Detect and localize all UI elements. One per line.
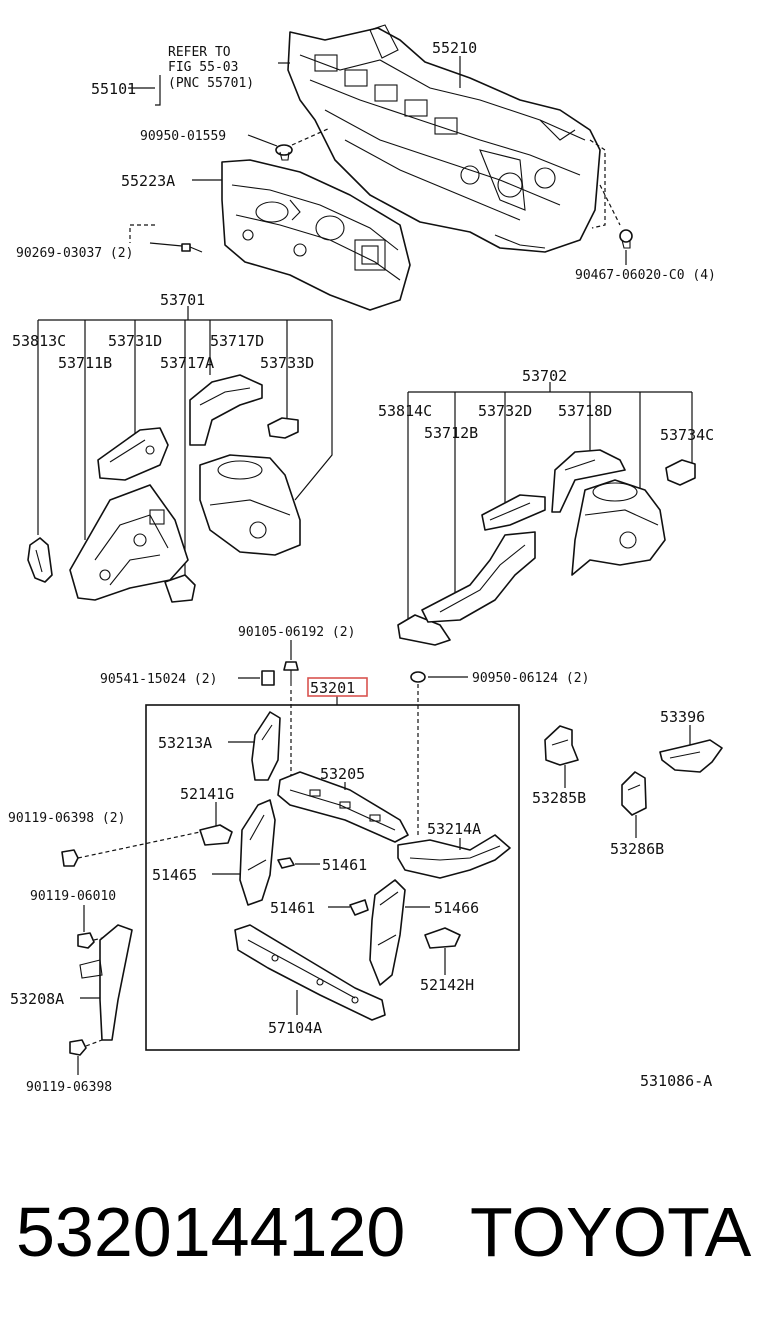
label-90467-06020[interactable]: 90467-06020-C0 (4) — [575, 268, 716, 283]
bracket-53717a[interactable] — [164, 574, 196, 603]
label-53285b[interactable]: 53285B — [532, 789, 586, 807]
bracket-53286b[interactable] — [621, 771, 647, 816]
brace-51466[interactable] — [369, 879, 406, 986]
bracket-53213a[interactable] — [251, 711, 281, 781]
bracket-53732d[interactable] — [481, 494, 546, 531]
clip-90950-01559[interactable] — [275, 144, 293, 161]
label-53717d[interactable]: 53717D — [210, 332, 264, 350]
label-90119-06010[interactable]: 90119-06010 — [30, 889, 116, 904]
label-53702[interactable]: 53702 — [522, 367, 567, 385]
bolt-90119-06398[interactable] — [69, 1039, 87, 1056]
label-90269-03037[interactable]: 90269-03037 (2) — [16, 246, 133, 261]
lower-support-57104a[interactable] — [234, 924, 386, 1021]
label-53814c[interactable]: 53814C — [378, 402, 432, 420]
label-57104a[interactable]: 57104A — [268, 1019, 322, 1037]
bracket-52141g[interactable] — [199, 824, 233, 846]
label-55223a[interactable]: 55223A — [121, 172, 175, 190]
label-55210[interactable]: 55210 — [432, 39, 477, 57]
label-90950-01559[interactable]: 90950-01559 — [140, 129, 226, 144]
bracket-53285b[interactable] — [544, 725, 579, 766]
clip-51461-a[interactable] — [277, 857, 295, 869]
label-90119-06398[interactable]: 90119-06398 — [26, 1080, 112, 1095]
apron-53711b[interactable] — [69, 484, 189, 601]
refer-line-3: (PNC 55701) — [168, 76, 254, 91]
label-51461-b[interactable]: 51461 — [270, 899, 315, 917]
clip-53734c[interactable] — [665, 459, 696, 486]
assembly-53201-frame — [145, 704, 520, 1051]
brace-51465[interactable] — [239, 799, 276, 906]
dash-inner-55223a[interactable] — [221, 159, 411, 311]
label-55101[interactable]: 55101 — [91, 80, 136, 98]
clip-53733d[interactable] — [267, 417, 299, 439]
bracket-53813c[interactable] — [27, 537, 53, 583]
refer-line-1: REFER TO — [168, 45, 231, 60]
nut-90541-15024[interactable] — [261, 670, 275, 686]
label-90105-06192[interactable]: 90105-06192 (2) — [238, 625, 355, 640]
label-53396[interactable]: 53396 — [660, 708, 705, 726]
label-90950-06124[interactable]: 90950-06124 (2) — [472, 671, 589, 686]
label-90119-06398-2[interactable]: 90119-06398 (2) — [8, 811, 125, 826]
label-51466[interactable]: 51466 — [434, 899, 479, 917]
dash-panel-55210[interactable] — [287, 24, 601, 253]
bracket-53717d[interactable] — [189, 374, 263, 446]
wheelhouse-left[interactable] — [199, 454, 301, 556]
apron-53712b[interactable] — [421, 531, 536, 623]
refer-line-2: FIG 55-03 — [168, 60, 238, 75]
bracket-53814c[interactable] — [397, 614, 451, 646]
upper-support-53205[interactable] — [277, 771, 409, 843]
side-support-53214a[interactable] — [397, 834, 511, 879]
label-51461-a[interactable]: 51461 — [322, 856, 367, 874]
bolt-90119-06010[interactable] — [77, 932, 95, 949]
label-53205[interactable]: 53205 — [320, 765, 365, 783]
bracket-53731d[interactable] — [97, 427, 169, 481]
wheelhouse-right[interactable] — [571, 479, 666, 576]
label-53701[interactable]: 53701 — [160, 291, 205, 309]
bracket-53718d[interactable] — [551, 449, 626, 513]
label-51465[interactable]: 51465 — [152, 866, 197, 884]
label-53213a[interactable]: 53213A — [158, 734, 212, 752]
label-53717a[interactable]: 53717A — [160, 354, 214, 372]
clip-51461-b[interactable] — [349, 899, 369, 916]
label-53712b[interactable]: 53712B — [424, 424, 478, 442]
clip-90950-06124[interactable] — [410, 671, 426, 683]
bolt-90119-06398-2[interactable] — [61, 849, 79, 867]
label-53711b[interactable]: 53711B — [58, 354, 112, 372]
label-53733d[interactable]: 53733D — [260, 354, 314, 372]
label-53286b[interactable]: 53286B — [610, 840, 664, 858]
bolt-90467-06020[interactable] — [619, 229, 633, 249]
label-53813c[interactable]: 53813C — [12, 332, 66, 350]
label-53214a[interactable]: 53214A — [427, 820, 481, 838]
label-53731d[interactable]: 53731D — [108, 332, 162, 350]
highlight-53201 — [307, 677, 368, 697]
label-53208a[interactable]: 53208A — [10, 990, 64, 1008]
label-53201[interactable]: 53201 — [310, 679, 355, 697]
footer-brand: TOYOTA — [470, 1193, 752, 1271]
footer-part-number: 5320144120 — [16, 1193, 405, 1271]
bracket-53396[interactable] — [659, 739, 723, 773]
label-53734c[interactable]: 53734C — [660, 426, 714, 444]
label-52142h[interactable]: 52142H — [420, 976, 474, 994]
label-52141g[interactable]: 52141G — [180, 785, 234, 803]
bolt-90105-06192[interactable] — [283, 661, 299, 686]
bracket-52142h[interactable] — [424, 927, 461, 949]
screw-90269-03037[interactable] — [181, 243, 203, 253]
label-90541-15024[interactable]: 90541-15024 (2) — [100, 672, 217, 687]
bracket-53208a[interactable] — [79, 924, 133, 1041]
label-53732d[interactable]: 53732D — [478, 402, 532, 420]
label-53718d[interactable]: 53718D — [558, 402, 612, 420]
figure-code: 531086-A — [640, 1072, 712, 1090]
